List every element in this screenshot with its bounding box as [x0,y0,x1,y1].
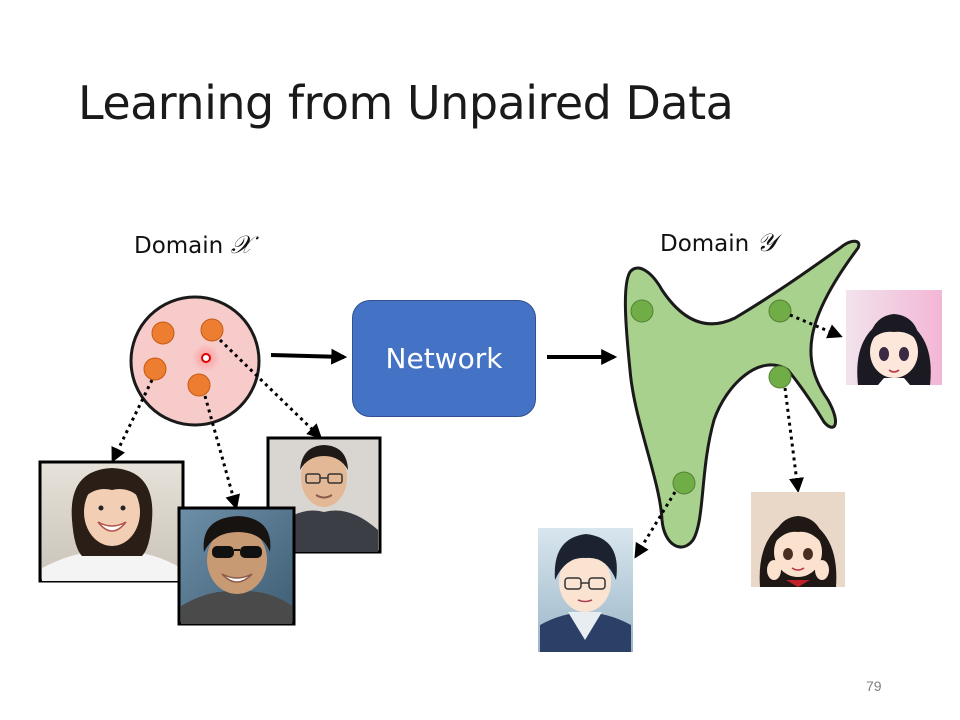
cursor-indicator-icon [201,353,211,363]
domain-y-label-text: Domain [660,231,757,257]
anime-image-1 [846,290,942,385]
domain-y-point [672,471,696,495]
photo-face-2 [177,506,296,626]
arrow-to-anime-2 [783,387,804,493]
network-label: Network [385,342,503,375]
domain-y-point [768,365,792,389]
network-box: Network [352,300,536,417]
domain-x-point [187,373,211,397]
domain-y-label: Domain 𝒴 [660,228,776,258]
domain-x-label: Domain 𝒳 [134,230,252,260]
domain-y-distribution [623,239,861,549]
domain-x-point [151,321,175,345]
arrow-to-anime-3 [634,491,677,559]
photo-face-3 [266,436,382,554]
domain-x-sample-arrows [111,338,323,510]
photo-face-1 [38,460,185,583]
flow-arrows [270,348,618,365]
anime-image-3 [538,528,633,652]
domain-x-point [143,357,167,381]
domain-y-point [768,299,792,323]
domain-y-point [630,299,654,323]
arrow-to-anime-1 [789,313,843,339]
domain-x-label-text: Domain [134,233,231,259]
arrow-to-photo-2 [203,395,240,510]
page-number: 79 [866,678,882,694]
domain-x-point [200,318,224,342]
slide-title: Learning from Unpaired Data [78,76,734,130]
arrow-to-photo-1 [111,379,154,463]
domain-y-symbol: 𝒴 [756,228,777,257]
domain-y-sample-arrows [634,313,843,559]
domain-x-symbol: 𝒳 [230,230,253,259]
anime-image-2 [751,492,845,587]
arrow-to-photo-3 [218,338,323,440]
arrow-x-to-network [270,348,348,365]
domain-x-distribution [129,295,261,427]
